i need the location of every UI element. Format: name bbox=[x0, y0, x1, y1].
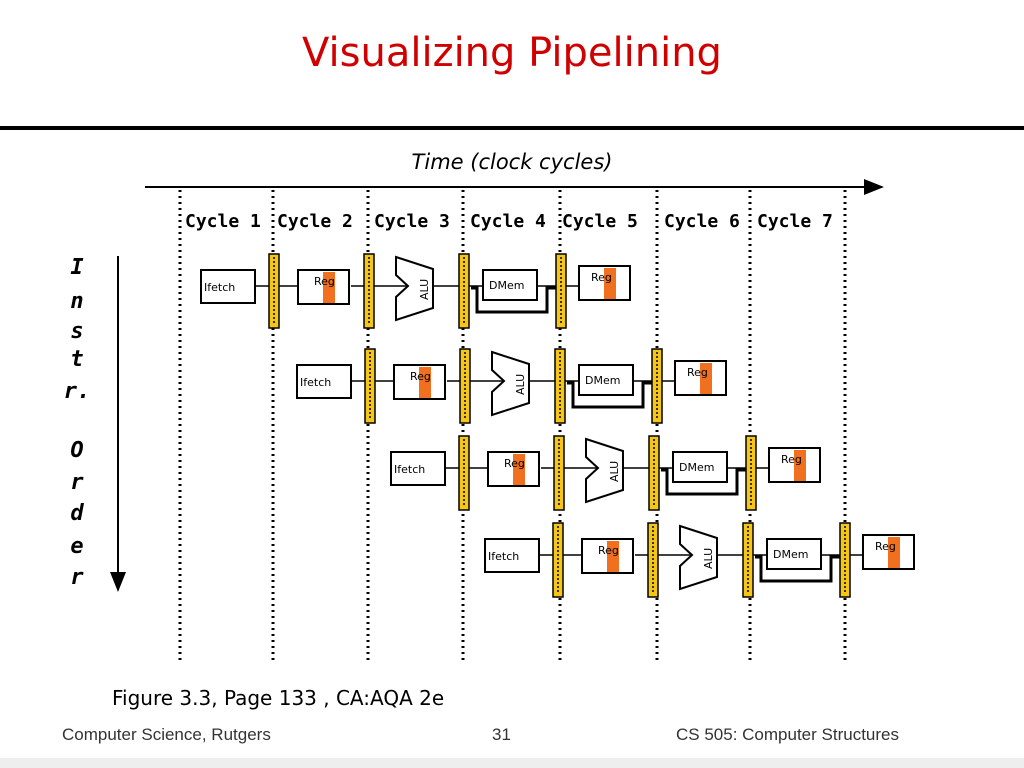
footer-right: CS 505: Computer Structures bbox=[676, 725, 899, 744]
cycle-label-6: Cycle 6 bbox=[664, 211, 740, 232]
alu-shape bbox=[585, 437, 624, 504]
order-letter: O bbox=[70, 438, 84, 463]
order-letter: r. bbox=[63, 379, 91, 404]
cycle-label-5: Cycle 5 bbox=[562, 211, 638, 232]
register-file-label: Reg bbox=[598, 544, 619, 557]
register-file-write-half bbox=[794, 450, 806, 481]
order-letter: I bbox=[70, 255, 84, 280]
dmem-box bbox=[672, 451, 728, 483]
order-letter: r bbox=[70, 565, 84, 590]
ifetch-label: Ifetch bbox=[394, 463, 425, 476]
footer-left: Computer Science, Rutgers bbox=[62, 725, 271, 744]
register-file-label: Reg bbox=[781, 453, 802, 466]
dmem-box bbox=[766, 538, 822, 570]
order-letter: n bbox=[70, 289, 84, 314]
ifetch-label: Ifetch bbox=[300, 376, 331, 389]
cycle-label-2: Cycle 2 bbox=[277, 211, 353, 232]
register-file-label: Reg bbox=[591, 271, 612, 284]
alu-label: ALU bbox=[418, 279, 431, 300]
register-file-write-half bbox=[607, 541, 619, 572]
ifetch-label: Ifetch bbox=[204, 281, 235, 294]
register-file-write-half bbox=[604, 268, 616, 299]
memory-bypass-path bbox=[661, 468, 746, 496]
alu-shape bbox=[491, 350, 530, 417]
dmem-label: DMem bbox=[489, 279, 524, 292]
register-file-write-half bbox=[323, 272, 335, 303]
time-axis-label: Time (clock cycles) bbox=[411, 150, 613, 174]
ifetch-label: Ifetch bbox=[488, 550, 519, 563]
ifetch-box bbox=[390, 451, 446, 486]
page-number: 31 bbox=[492, 725, 511, 744]
ifetch-box bbox=[200, 269, 256, 304]
title-divider bbox=[0, 126, 1024, 130]
dmem-box bbox=[482, 269, 538, 301]
alu-label: ALU bbox=[608, 461, 621, 482]
dmem-label: DMem bbox=[585, 374, 620, 387]
register-file-label: Reg bbox=[410, 370, 431, 383]
order-letter: s bbox=[70, 319, 84, 344]
register-file-write-half bbox=[888, 537, 900, 568]
memory-bypass-path bbox=[567, 381, 652, 409]
cycle-label-3: Cycle 3 bbox=[374, 211, 450, 232]
alu-shape bbox=[679, 524, 718, 591]
register-file-label: Reg bbox=[687, 366, 708, 379]
register-file-write-half bbox=[419, 367, 431, 398]
register-file-label: Reg bbox=[504, 457, 525, 470]
figure-caption: Figure 3.3, Page 133 , CA:AQA 2e bbox=[112, 686, 445, 710]
memory-bypass-path bbox=[755, 555, 840, 583]
register-file-label: Reg bbox=[314, 275, 335, 288]
register-file-write-half bbox=[700, 363, 712, 394]
slide-title: Visualizing Pipelining bbox=[302, 30, 722, 76]
dmem-box bbox=[578, 364, 634, 396]
ifetch-box bbox=[296, 364, 352, 399]
dmem-label: DMem bbox=[679, 461, 714, 474]
cycle-label-7: Cycle 7 bbox=[757, 211, 833, 232]
order-letter: d bbox=[70, 501, 84, 526]
order-letter: e bbox=[70, 534, 84, 559]
alu-shape bbox=[395, 255, 434, 322]
cycle-label-1: Cycle 1 bbox=[185, 211, 261, 232]
order-letter: r bbox=[70, 470, 84, 495]
alu-label: ALU bbox=[702, 548, 715, 569]
alu-label: ALU bbox=[514, 374, 527, 395]
register-file-label: Reg bbox=[875, 540, 896, 553]
ifetch-box bbox=[484, 538, 540, 573]
dmem-label: DMem bbox=[773, 548, 808, 561]
register-file-write-half bbox=[513, 454, 525, 485]
cycle-label-4: Cycle 4 bbox=[470, 211, 546, 232]
footer-band bbox=[0, 758, 1024, 768]
order-letter: t bbox=[70, 347, 84, 372]
memory-bypass-path bbox=[471, 286, 556, 314]
